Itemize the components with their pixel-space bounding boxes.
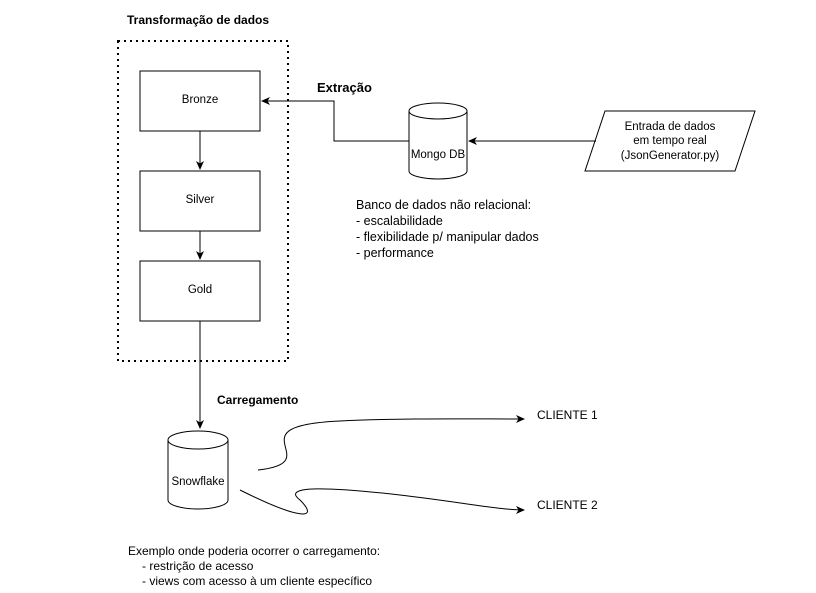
loading-label: Carregamento: [217, 393, 299, 407]
db-note-item: - escalabilidade: [356, 214, 443, 228]
bronze-box[interactable]: [139, 70, 261, 132]
db-note: Banco de dados não relacional: - escalab…: [356, 197, 539, 261]
input-label-line1: Entrada de dados: [624, 121, 716, 133]
load-note-heading: Exemplo onde poderia ocorrer o carregame…: [128, 544, 381, 558]
bronze-label: Bronze: [181, 94, 219, 106]
mongodb-label: Mongo DB: [410, 149, 466, 161]
input-label-line3: (JsonGenerator.py): [620, 150, 720, 162]
input-label-line2: em tempo real: [633, 135, 707, 147]
load-note-item: - views com acesso à um cliente específi…: [142, 574, 373, 588]
silver-label: Silver: [185, 194, 215, 206]
extraction-arrow: [261, 97, 409, 142]
mongodb-cylinder[interactable]: [408, 102, 468, 180]
input-parallelogram[interactable]: [584, 110, 756, 172]
snowflake-to-client2-arrow: [239, 488, 525, 515]
client2-label: CLIENTE 2: [537, 498, 598, 512]
load-note-item: - restrição de acesso: [142, 559, 254, 573]
gold-label: Gold: [187, 284, 213, 296]
client1-label: CLIENTE 1: [537, 408, 598, 422]
snowflake-cylinder[interactable]: [167, 430, 229, 510]
load-note: Exemplo onde poderia ocorrer o carregame…: [128, 544, 380, 589]
db-note-heading: Banco de dados não relacional:: [356, 198, 532, 212]
diagram-title: Transformação de dados: [127, 13, 270, 27]
db-note-item: - flexibilidade p/ manipular dados: [356, 230, 539, 244]
extraction-label: Extração: [317, 80, 372, 95]
snowflake-to-client1-arrow: [257, 414, 525, 471]
snowflake-label: Snowflake: [171, 476, 225, 488]
db-note-item: - performance: [356, 246, 434, 260]
transformation-container: [117, 40, 289, 362]
silver-box[interactable]: [139, 170, 261, 232]
